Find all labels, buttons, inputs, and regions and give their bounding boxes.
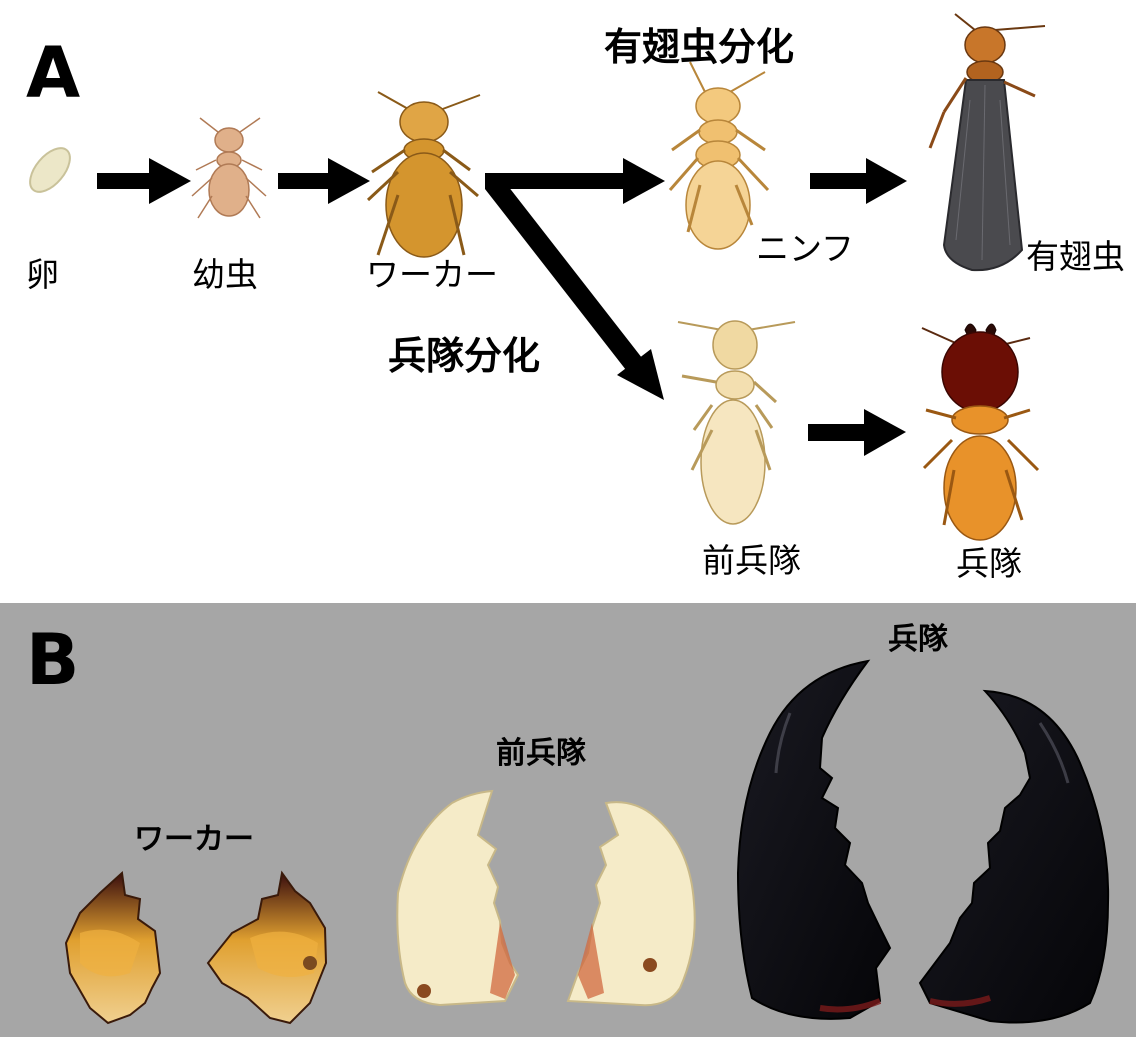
larva-illustration	[191, 117, 267, 219]
arrow-presoldier-to-soldier	[808, 409, 906, 456]
presoldier-label: 前兵隊	[702, 541, 801, 580]
soldier-differentiation-heading: 兵隊分化	[388, 334, 541, 378]
worker-mandible-left	[64, 870, 162, 1025]
panel-a-letter: A	[26, 32, 81, 114]
arrow-larva-to-worker	[278, 158, 370, 204]
panel-b-letter: B	[26, 619, 80, 701]
panel-b-artwork	[64, 659, 1110, 1025]
panel-a: A 有翅虫分化 兵隊分化 卵 幼虫 ワーカー ニンフ 有翅虫 前兵隊 兵隊	[26, 13, 1125, 583]
worker-illustration	[366, 91, 481, 258]
arrow-worker-to-nymph	[485, 158, 665, 204]
alate-label: 有翅虫	[1026, 237, 1125, 276]
panel-b: B ワーカー 前兵隊 兵隊	[0, 603, 1136, 1037]
nymph-illustration	[668, 61, 770, 250]
arrow-egg-to-larva	[97, 158, 191, 204]
panel-a-artwork	[29, 13, 1046, 541]
alate-illustration	[928, 13, 1046, 272]
presoldier-mandible-left	[396, 789, 520, 1007]
worker-mandible-label: ワーカー	[134, 822, 254, 857]
presoldier-mandible-right	[566, 801, 696, 1007]
larva-label: 幼虫	[192, 255, 258, 294]
presoldier-mandible-label: 前兵隊	[496, 736, 586, 771]
worker-label: ワーカー	[366, 255, 498, 294]
soldier-mandible-right	[819, 689, 1110, 1024]
nymph-label: ニンフ	[756, 229, 855, 268]
soldier-mandible-label: 兵隊	[888, 622, 948, 657]
soldier-mandible-left	[736, 659, 892, 1020]
egg-label: 卵	[26, 255, 59, 294]
soldier-label: 兵隊	[956, 544, 1022, 583]
egg-illustration	[29, 147, 71, 193]
presoldier-illustration	[677, 320, 796, 525]
worker-mandible-right	[206, 870, 328, 1025]
alate-differentiation-heading: 有翅虫分化	[604, 25, 795, 69]
soldier-illustration	[921, 323, 1040, 541]
arrow-worker-to-presoldier	[485, 177, 664, 400]
arrow-nymph-to-alate	[810, 158, 907, 204]
